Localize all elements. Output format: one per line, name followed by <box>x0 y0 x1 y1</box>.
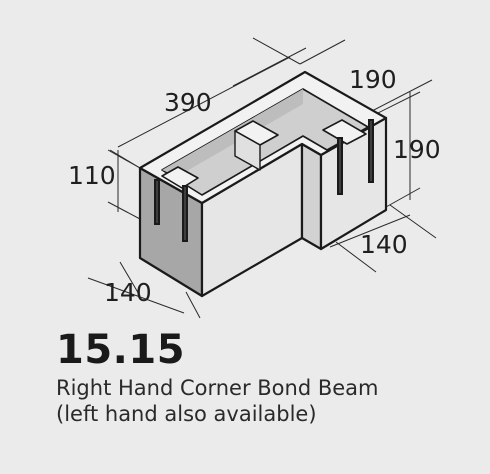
slot-left-1 <box>154 179 160 225</box>
slot-right-2 <box>368 119 374 183</box>
cavity-back-wall <box>162 89 303 176</box>
slot-left-2 <box>182 185 188 242</box>
dimension-lines <box>87 37 437 319</box>
dim-bottom-left-label: 140 <box>104 278 152 307</box>
dim-web-height-label: 110 <box>68 161 116 190</box>
block-inner-face <box>300 142 323 251</box>
end-web-top <box>161 166 199 189</box>
product-availability-note: (left hand also available) <box>56 402 317 426</box>
reinforcement-slots <box>154 119 374 242</box>
slot-right-1 <box>337 137 343 195</box>
dim-height-label: 190 <box>393 135 441 164</box>
dim-width-top-label: 190 <box>349 65 397 94</box>
dim-bottom-right-label: 140 <box>360 230 408 259</box>
product-name: Right Hand Corner Bond Beam <box>56 376 379 400</box>
product-code: 15.15 <box>56 327 186 373</box>
cross-web-side <box>234 130 261 171</box>
dim-length-label: 390 <box>164 88 212 117</box>
